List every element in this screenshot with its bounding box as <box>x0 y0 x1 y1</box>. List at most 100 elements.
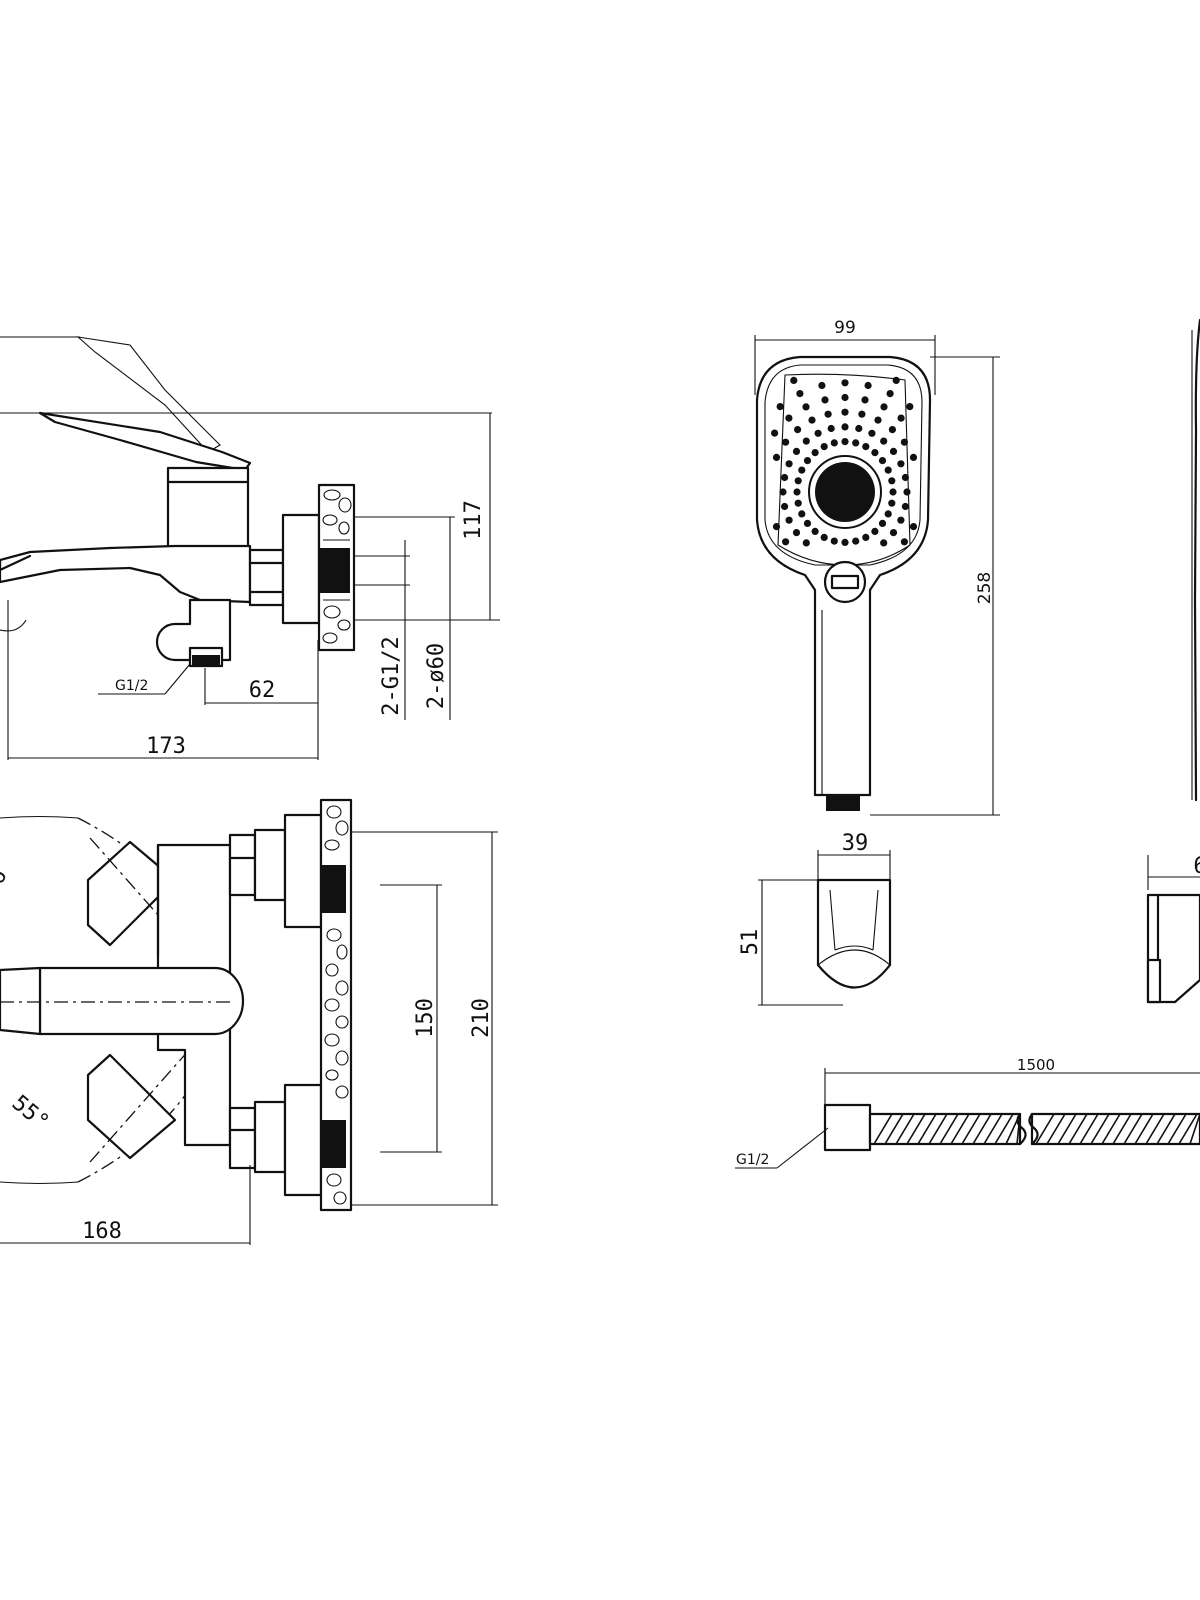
spray-nozzle <box>888 426 897 434</box>
hose-hatch-line <box>983 1113 1003 1145</box>
spray-nozzle <box>830 439 838 447</box>
spray-nozzle <box>903 488 911 496</box>
spray-nozzle <box>794 499 802 507</box>
spray-nozzle <box>900 438 909 446</box>
spray-nozzle <box>820 443 828 451</box>
spray-nozzle <box>880 539 888 547</box>
hose-hatch-line <box>906 1113 926 1145</box>
spray-nozzle <box>827 424 835 433</box>
spray-nozzle <box>781 502 789 511</box>
spray-nozzle <box>864 381 872 390</box>
spray-nozzle <box>790 376 798 384</box>
shower-hose <box>735 1068 1200 1169</box>
hose-hatch-line <box>1079 1113 1099 1145</box>
spray-nozzle <box>886 390 894 398</box>
hand-shower-dimension-labels: 99 258 <box>834 318 995 604</box>
faucet-plan-view <box>0 798 498 1245</box>
spray-nozzle <box>900 538 909 546</box>
spray-nozzle <box>772 453 781 461</box>
spray-nozzle <box>901 473 910 482</box>
dim-inlet-thread: 2-G1/2 <box>379 636 404 715</box>
spray-nozzles <box>771 376 918 547</box>
hose-hatch-line <box>950 1113 970 1145</box>
spray-nozzle <box>871 449 879 457</box>
spray-nozzle <box>909 453 918 461</box>
hose-hatch-line <box>1145 1113 1165 1145</box>
hose-hatch-line <box>1090 1113 1110 1145</box>
spray-nozzle <box>889 447 898 455</box>
spray-nozzle <box>772 523 781 531</box>
dim-hose-thread: G1/2 <box>736 1152 769 1168</box>
spray-nozzle <box>888 499 896 507</box>
spray-nozzle <box>803 457 812 465</box>
hose-hatch-line <box>873 1113 893 1145</box>
hose-hatch-line <box>961 1113 981 1145</box>
spray-nozzle <box>841 379 849 387</box>
spray-nozzle <box>792 529 801 537</box>
spray-nozzle <box>796 390 804 398</box>
hose-hatch-line <box>1178 1113 1198 1145</box>
spray-nozzle <box>776 403 784 411</box>
spray-nozzle <box>884 466 892 474</box>
hose-hatch-line <box>994 1113 1014 1145</box>
spray-nozzle <box>803 519 812 528</box>
spray-nozzle <box>792 447 801 455</box>
hose-hatch-line <box>1156 1113 1176 1145</box>
faucet-plan-dimension-labels: 150 210 168 55° 6 <box>0 865 494 1244</box>
spray-nozzle <box>814 429 822 437</box>
hose-hatch-line <box>1016 1113 1021 1145</box>
spray-nozzle <box>884 510 892 518</box>
dim-handle-angle: 55° <box>7 1091 54 1136</box>
spray-nozzle <box>785 414 793 422</box>
spray-nozzle <box>880 437 888 445</box>
hose-hatch-line <box>1035 1113 1055 1145</box>
spray-nozzle <box>889 529 898 537</box>
spray-nozzle <box>794 426 802 434</box>
hose-hatch-line <box>972 1113 992 1145</box>
spray-nozzle <box>771 429 779 437</box>
spray-nozzle <box>821 396 829 404</box>
dim-overall-width: 210 <box>469 998 494 1038</box>
dim-plan-depth: 168 <box>82 1219 122 1244</box>
spray-nozzle <box>785 516 793 524</box>
dim-shower-width: 99 <box>834 318 856 338</box>
spray-nozzle <box>841 438 849 446</box>
hose-hatch-line <box>1189 1113 1200 1145</box>
spray-nozzle <box>858 410 866 418</box>
dim-outlet-offset: 62 <box>249 678 276 703</box>
spray-nozzle <box>880 403 888 411</box>
spray-nozzle <box>782 438 790 446</box>
hand-shower <box>754 335 1000 816</box>
spray-nozzle <box>897 460 905 468</box>
spray-nozzle <box>779 488 787 496</box>
dim-spout-height: 117 <box>461 500 486 540</box>
hose-hatch <box>873 1113 1200 1145</box>
spray-nozzle <box>841 408 849 416</box>
hose-hatch-line <box>1123 1113 1143 1145</box>
hose-hatch-line <box>1101 1113 1121 1145</box>
dim-centers: 150 <box>413 998 438 1038</box>
hose-hatch-line <box>1134 1113 1154 1145</box>
spray-nozzle <box>824 410 832 418</box>
hose-hatch-line <box>1046 1113 1066 1145</box>
spray-nozzle <box>906 403 914 411</box>
spray-nozzle <box>818 381 826 390</box>
spray-nozzle <box>820 533 828 542</box>
spray-nozzle <box>878 457 887 465</box>
spray-nozzle <box>802 403 810 411</box>
dim-holder-height: 51 <box>738 929 763 956</box>
hose-hatch-line <box>1068 1113 1088 1145</box>
spray-nozzle <box>901 502 910 511</box>
hose-hatch-line <box>917 1113 937 1145</box>
spray-nozzle <box>871 527 879 536</box>
spray-nozzle <box>841 393 849 402</box>
hose-hatch-line <box>928 1113 948 1145</box>
spray-nozzle <box>862 533 870 542</box>
shower-side-profile <box>1191 318 1200 802</box>
spray-nozzle <box>862 443 870 451</box>
spray-nozzle <box>781 473 789 482</box>
spray-nozzle <box>841 423 849 431</box>
spray-nozzle <box>802 539 810 547</box>
dim-shower-length: 258 <box>975 572 995 604</box>
